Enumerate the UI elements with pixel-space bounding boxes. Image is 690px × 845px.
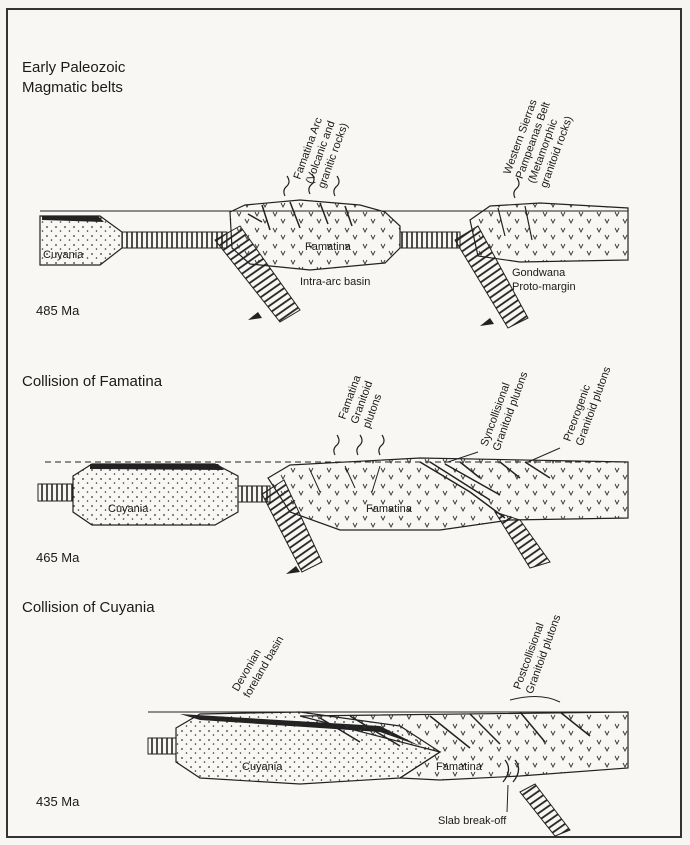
gondwana-label-1: Gondwana	[512, 267, 566, 279]
stage-2-famgran-group: Famatina Granitoid plutons	[337, 373, 389, 430]
intra-arc-label: Intra-arc basin	[300, 276, 370, 288]
stage-3-post-group: Postcollisional Granitoid plutons	[512, 608, 564, 695]
stage-3-famatina-label: Famatina	[436, 761, 483, 773]
slab-1-arrow	[248, 312, 262, 320]
oceanic-strip-1	[122, 232, 227, 248]
stage-1-cuyania-label: Cuyania	[43, 249, 84, 261]
slab-2-arrow	[480, 318, 494, 326]
stage-2: Collision of Famatina Cuyania Famatina 4…	[22, 360, 628, 574]
stage-3: Collision of Cuyania Cuyania Famatina Sl…	[22, 599, 628, 836]
stage-1-title-line2: Magmatic belts	[22, 79, 123, 96]
stage-3-detached-slab	[520, 784, 570, 836]
stage-2-title: Collision of Famatina	[22, 373, 163, 390]
stage-2-famatina-gondwana	[268, 458, 628, 530]
stage-2-oceanic-left	[38, 484, 73, 501]
volcano-1	[284, 176, 289, 196]
slab-leader	[507, 785, 508, 812]
gondwana-label-2: Proto-margin	[512, 281, 576, 293]
volcano-3	[334, 176, 339, 196]
stage-3-pluton-dome	[510, 696, 560, 702]
volcano-4	[514, 178, 519, 198]
slab-breakoff-label: Slab break-off	[438, 815, 507, 827]
stage-3-age: 435 Ma	[36, 794, 80, 809]
stage-1: Early Paleozoic Magmatic belts	[22, 59, 628, 328]
stage-3-cuyania-label: Cuyania	[242, 761, 283, 773]
famatina-block	[230, 200, 400, 270]
stage-2-syn-group: Syncollisional Granitoid plutons	[479, 365, 531, 452]
stage-3-title: Collision of Cuyania	[22, 599, 155, 616]
arc-label-group: Famatina Arc (Volcanic and granitic rock…	[292, 113, 351, 190]
stage-2-famatina-label: Famatina	[366, 503, 413, 515]
stage-2-cuyania-label: Cuyania	[108, 503, 149, 515]
stage-2-slab-2	[495, 512, 550, 568]
stage-2-cuyania-cover	[90, 464, 224, 470]
stage-1-title-line1: Early Paleozoic	[22, 59, 126, 76]
stage-2-volcano-1	[334, 435, 339, 455]
oceanic-strip-2	[400, 232, 460, 248]
stage-2-pre-group: Preorogenic Granitoid plutons	[562, 360, 614, 447]
stage-3-oceanic-left	[148, 738, 176, 754]
stage-2-cuyania-block	[73, 464, 238, 525]
stage-1-age: 485 Ma	[36, 303, 80, 318]
stage-1-famatina-label: Famatina	[305, 241, 352, 253]
stage-2-slab-1-arrow	[286, 566, 300, 574]
stage-2-age: 465 Ma	[36, 550, 80, 565]
stage-2-volcano-2	[357, 435, 362, 455]
stage-2-volcano-3	[379, 435, 384, 455]
gondwana-block	[470, 203, 628, 262]
western-label-group: Western Sierras Pampeanas Belt (Metamorp…	[502, 96, 578, 189]
stage-3-devonian-group: Devonian foreland basin	[230, 628, 286, 700]
